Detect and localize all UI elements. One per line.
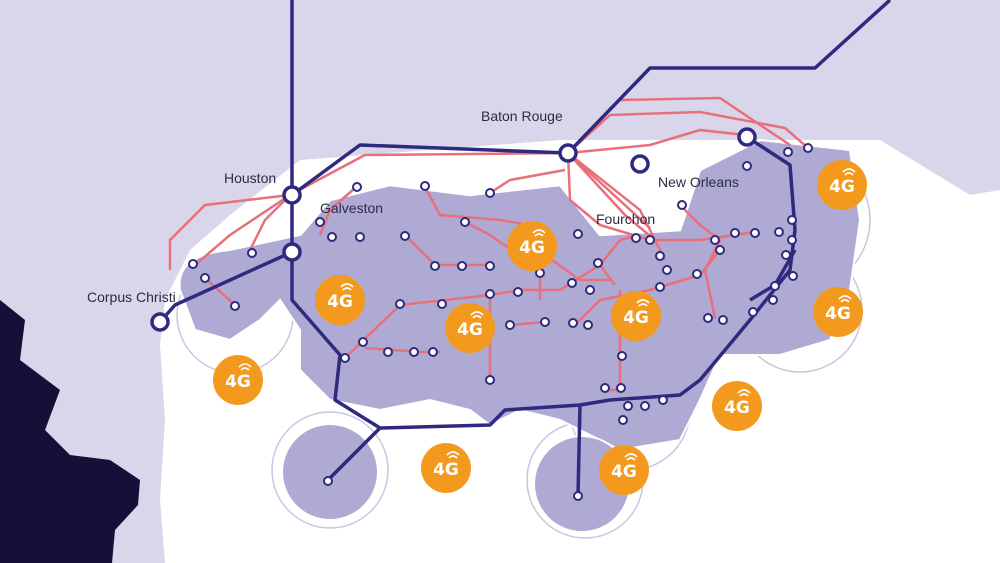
city-hubs [150,127,757,332]
4g-badge-label: 4G [433,460,459,480]
4g-badge-label: 4G [724,398,750,418]
signal-icon [636,299,650,307]
label-corpus-christi: Corpus Christi [87,289,176,305]
4g-badge-label: 4G [327,292,353,312]
4g-badge: 4G [315,275,365,325]
signal-icon [470,311,484,319]
4g-badge: 4G [421,443,471,493]
4g-badge: 4G [213,355,263,405]
label-galveston: Galveston [320,200,383,216]
backbone-routes [158,0,892,496]
4g-badge: 4G [507,221,557,271]
baton-rouge-hub[interactable] [558,143,578,163]
signal-icon [238,363,252,371]
label-new-orleans: New Orleans [658,174,739,190]
label-baton-rouge: Baton Rouge [481,108,563,124]
coastline-highlight [299,138,761,237]
4g-badge-label: 4G [225,372,251,392]
signal-icon [340,283,354,291]
signal-icon [532,229,546,237]
4g-badge: 4G [445,303,495,353]
4g-badge-label: 4G [457,320,483,340]
signal-icon [737,389,751,397]
signal-icon [624,453,638,461]
houston-hub[interactable] [282,185,302,205]
new-orleans-hub[interactable] [630,154,650,174]
label-houston: Houston [224,170,276,186]
signal-icon [842,168,856,176]
label-fourchon: Fourchon [596,211,655,227]
dark-land-mass [0,300,140,563]
4g-badge-label: 4G [611,462,637,482]
4g-badge-circle [213,355,263,405]
signal-icon [838,295,852,303]
4g-badge-label: 4G [829,177,855,197]
signal-icon [446,451,460,459]
galveston-hub[interactable] [282,242,302,262]
corpus-christi-hub[interactable] [150,312,170,332]
4g-badges: 4G 4G 4G 4G 4G 4G 4G 4G 4G 4G [213,160,867,495]
4g-badge: 4G [813,287,863,337]
4g-badge-label: 4G [519,238,545,258]
new-orleans-east-hub[interactable] [737,127,757,147]
4g-badge-label: 4G [825,304,851,324]
4g-badge: 4G [817,160,867,210]
4g-badge-label: 4G [623,308,649,328]
4g-badge: 4G [611,291,661,341]
4g-badge: 4G [712,381,762,431]
4g-badge: 4G [599,445,649,495]
